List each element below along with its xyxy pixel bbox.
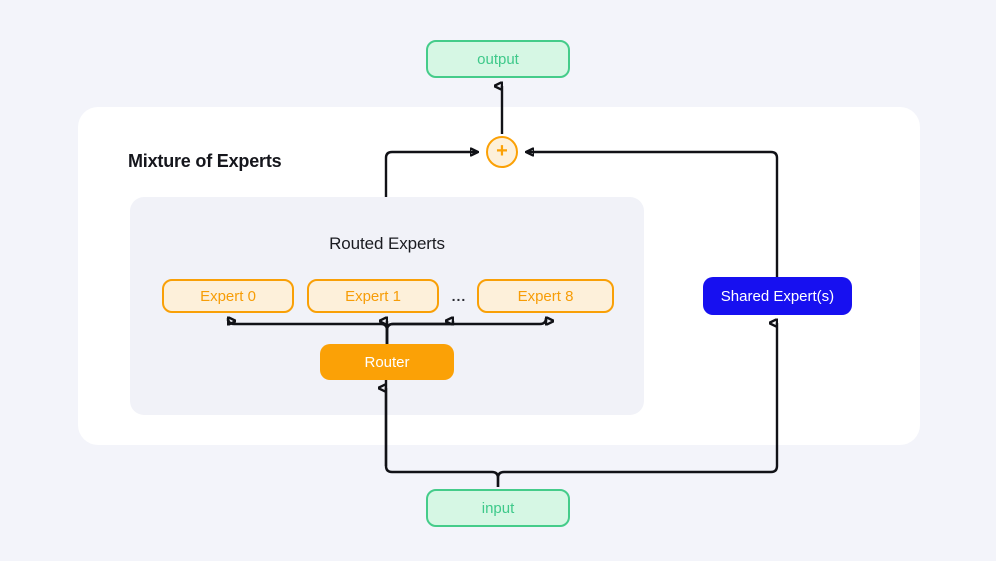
page-title: Mixture of Experts [128,151,282,171]
sum-node[interactable]: + [486,136,518,168]
node-expert-8[interactable]: Expert 8 [477,279,614,313]
experts-ellipsis: ... [451,288,467,304]
node-shared-expert[interactable]: Shared Expert(s) [703,277,852,315]
node-input[interactable]: input [426,489,570,527]
node-output[interactable]: output [426,40,570,78]
plus-icon: + [496,140,508,162]
node-expert-0[interactable]: Expert 0 [162,279,294,313]
routed-experts-title: Routed Experts [329,234,445,253]
node-expert-1[interactable]: Expert 1 [307,279,439,313]
node-router[interactable]: Router [320,344,454,380]
